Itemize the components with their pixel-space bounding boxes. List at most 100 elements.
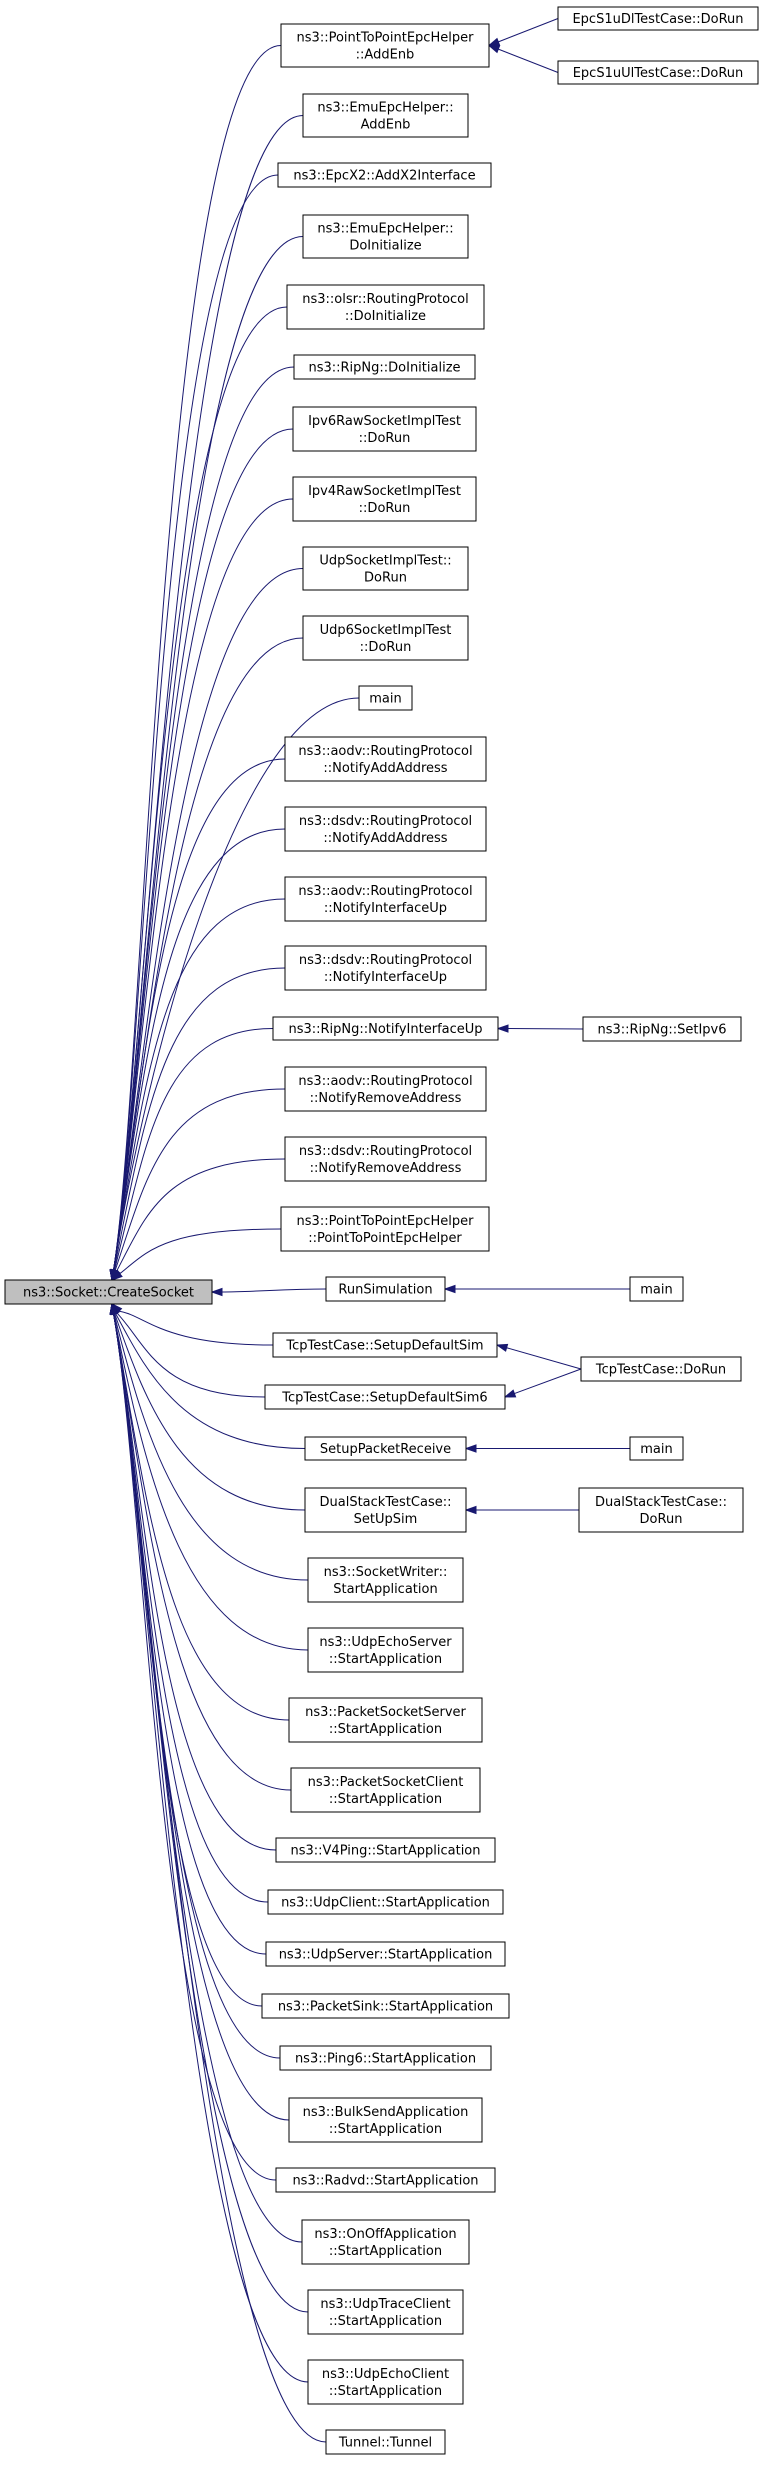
node-label: ns3::UdpEchoClient — [322, 2367, 449, 2382]
node-box — [280, 1206, 490, 1252]
edge-tunnel-to-create-socket — [113, 1313, 327, 2443]
node-box — [275, 1837, 496, 1863]
node-emu-do-init[interactable]: ns3::EmuEpcHelper::DoInitialize — [302, 214, 469, 259]
edge-sock-writer-to-create-socket — [113, 1313, 309, 1581]
node-pkt-sock-client[interactable]: ns3::PacketSocketClient::StartApplicatio… — [290, 1767, 481, 1813]
node-label: ::StartApplication — [329, 2122, 442, 2137]
node-on-off[interactable]: ns3::OnOffApplication::StartApplication — [301, 2219, 470, 2265]
node-run-sim[interactable]: RunSimulation — [325, 1276, 446, 1302]
node-udp-server[interactable]: ns3::UdpServer::StartApplication — [265, 1941, 506, 1967]
node-box — [325, 1276, 446, 1302]
node-label: UdpSocketImplTest:: — [319, 554, 451, 569]
node-tcp-setup-sim[interactable]: TcpTestCase::SetupDefaultSim — [272, 1332, 498, 1358]
node-aodv-if-up[interactable]: ns3::aodv::RoutingProtocol::NotifyInterf… — [284, 876, 487, 922]
node-label: ns3::UdpTraceClient — [320, 2297, 450, 2312]
node-tunnel[interactable]: Tunnel::Tunnel — [325, 2429, 446, 2455]
node-aodv-add-addr[interactable]: ns3::aodv::RoutingProtocol::NotifyAddAdd… — [284, 736, 487, 782]
node-udp-trace[interactable]: ns3::UdpTraceClient::StartApplication — [307, 2289, 464, 2335]
node-label: ::AddEnb — [356, 48, 415, 63]
edge-tcp-setup-sim-to-create-socket — [118, 1310, 274, 1346]
node-setup-pkt-recv[interactable]: SetupPacketReceive — [304, 1436, 467, 1461]
node-rip-ng-if-up[interactable]: ns3::RipNg::NotifyInterfaceUp — [272, 1016, 499, 1041]
node-label: ::StartApplication — [329, 2314, 442, 2329]
node-udp-echo-server[interactable]: ns3::UdpEchoServer::StartApplication — [307, 1627, 464, 1673]
node-dual-do-run[interactable]: DualStackTestCase::DoRun — [578, 1487, 744, 1533]
node-dual-setup[interactable]: DualStackTestCase::SetUpSim — [304, 1487, 467, 1533]
node-label: ns3::EmuEpcHelper:: — [317, 222, 453, 237]
node-label: ns3::PacketSocketClient — [308, 1775, 464, 1790]
node-emu-add-enb[interactable]: ns3::EmuEpcHelper::AddEnb — [302, 93, 469, 138]
node-label: Udp6SocketImplTest — [320, 623, 452, 638]
node-p2-pctor[interactable]: ns3::PointToPointEpcHelper::PointToPoint… — [280, 1206, 490, 1252]
node-bulk-send[interactable]: ns3::BulkSendApplication::StartApplicati… — [288, 2097, 483, 2143]
edge-udp6-sock-test-to-create-socket — [113, 637, 304, 1271]
node-tcp-do-run[interactable]: TcpTestCase::DoRun — [580, 1356, 742, 1382]
node-label: ns3::aodv::RoutingProtocol — [298, 744, 472, 759]
edge-run-sim-to-create-socket — [221, 1288, 327, 1293]
node-label: ns3::aodv::RoutingProtocol — [298, 1074, 472, 1089]
node-udp-client[interactable]: ns3::UdpClient::StartApplication — [267, 1889, 504, 1915]
edge-udp-echo-server-to-create-socket — [113, 1313, 309, 1651]
node-v4-ping[interactable]: ns3::V4Ping::StartApplication — [275, 1837, 496, 1863]
node-tcp-setup-sim6[interactable]: TcpTestCase::SetupDefaultSim6 — [264, 1384, 506, 1410]
node-udp6-sock-test[interactable]: Udp6SocketImplTest::DoRun — [302, 615, 469, 661]
edge-tcp-do-run-to-tcp-setup-sim — [506, 1347, 582, 1370]
node-box — [288, 1697, 483, 1743]
node-label: SetupPacketReceive — [320, 1442, 451, 1457]
node-main1[interactable]: main — [358, 685, 413, 711]
node-box — [280, 23, 490, 68]
node-packet-sink[interactable]: ns3::PacketSink::StartApplication — [261, 1993, 510, 2019]
edge-olsr-do-init-to-create-socket — [113, 306, 288, 1271]
edge-p2-pctor-to-create-socket — [119, 1228, 282, 1275]
node-label: ns3::PointToPointEpcHelper — [297, 31, 475, 46]
edge-tcp-do-run-to-tcp-setup-sim6 — [514, 1368, 582, 1395]
node-label: ns3::dsdv::RoutingProtocol — [299, 1144, 472, 1159]
node-epc-x2[interactable]: ns3::EpcX2::AddX2Interface — [277, 162, 492, 188]
node-box — [307, 1627, 464, 1673]
node-label: TcpTestCase::SetupDefaultSim — [285, 1339, 483, 1354]
node-label: ::NotifyAddAddress — [323, 831, 447, 846]
node-label: ::StartApplication — [329, 2244, 442, 2259]
node-p2-padd-enb[interactable]: ns3::PointToPointEpcHelper::AddEnb — [280, 23, 490, 68]
node-label: ::NotifyInterfaceUp — [324, 901, 447, 916]
node-ipv4-raw[interactable]: Ipv4RawSocketImplTest::DoRun — [292, 476, 477, 522]
node-rip-ng-set-ipv6[interactable]: ns3::RipNg::SetIpv6 — [582, 1016, 742, 1042]
node-box — [293, 354, 476, 380]
node-label: ::NotifyInterfaceUp — [324, 970, 447, 985]
node-label: RunSimulation — [338, 1283, 432, 1298]
node-label: main — [369, 692, 401, 707]
node-label: ns3::PacketSocketServer — [305, 1705, 466, 1720]
node-label: EpcS1uUlTestCase::DoRun — [573, 66, 744, 81]
node-dsdv-add-addr[interactable]: ns3::dsdv::RoutingProtocol::NotifyAddAdd… — [284, 806, 487, 852]
node-epc-s1u-dl[interactable]: EpcS1uDlTestCase::DoRun — [557, 6, 759, 31]
node-sock-writer[interactable]: ns3::SocketWriter::StartApplication — [307, 1557, 464, 1603]
node-dsdv-rem-addr[interactable]: ns3::dsdv::RoutingProtocol::NotifyRemove… — [284, 1136, 487, 1182]
node-label: ns3::Radvd::StartApplication — [292, 2174, 478, 2189]
node-rip-ng-do-init[interactable]: ns3::RipNg::DoInitialize — [293, 354, 476, 380]
node-box — [629, 1276, 684, 1302]
node-epc-s1u-ul[interactable]: EpcS1uUlTestCase::DoRun — [557, 60, 759, 85]
arrowhead-tcp-do-run-to-tcp-setup-sim6 — [503, 1389, 517, 1398]
node-label: ns3::EpcX2::AddX2Interface — [293, 169, 475, 184]
node-box — [578, 1487, 744, 1533]
node-box — [557, 60, 759, 85]
node-ipv6-raw[interactable]: Ipv6RawSocketImplTest::DoRun — [292, 406, 477, 452]
node-udp-sock-test[interactable]: UdpSocketImplTest::DoRun — [302, 546, 469, 591]
node-box — [284, 1136, 487, 1182]
node-label: ns3::UdpClient::StartApplication — [281, 1896, 490, 1911]
node-main2[interactable]: main — [629, 1276, 684, 1302]
node-ping6[interactable]: ns3::Ping6::StartApplication — [279, 2045, 492, 2071]
node-udp-echo-client[interactable]: ns3::UdpEchoClient::StartApplication — [307, 2359, 464, 2405]
node-box — [279, 2045, 492, 2071]
node-olsr-do-init[interactable]: ns3::olsr::RoutingProtocol::DoInitialize — [286, 284, 485, 330]
edge-tcp-setup-sim6-to-create-socket — [116, 1312, 266, 1398]
node-aodv-rem-addr[interactable]: ns3::aodv::RoutingProtocol::NotifyRemove… — [284, 1066, 487, 1112]
edge-rip-ng-do-init-to-create-socket — [113, 366, 295, 1271]
node-radvd[interactable]: ns3::Radvd::StartApplication — [275, 2167, 496, 2193]
arrowhead-main2-to-run-sim — [443, 1284, 456, 1294]
node-dsdv-if-up[interactable]: ns3::dsdv::RoutingProtocol::NotifyInterf… — [284, 945, 487, 991]
node-main3[interactable]: main — [629, 1436, 684, 1461]
node-box — [272, 1016, 499, 1041]
node-pkt-sock-server[interactable]: ns3::PacketSocketServer::StartApplicatio… — [288, 1697, 483, 1743]
